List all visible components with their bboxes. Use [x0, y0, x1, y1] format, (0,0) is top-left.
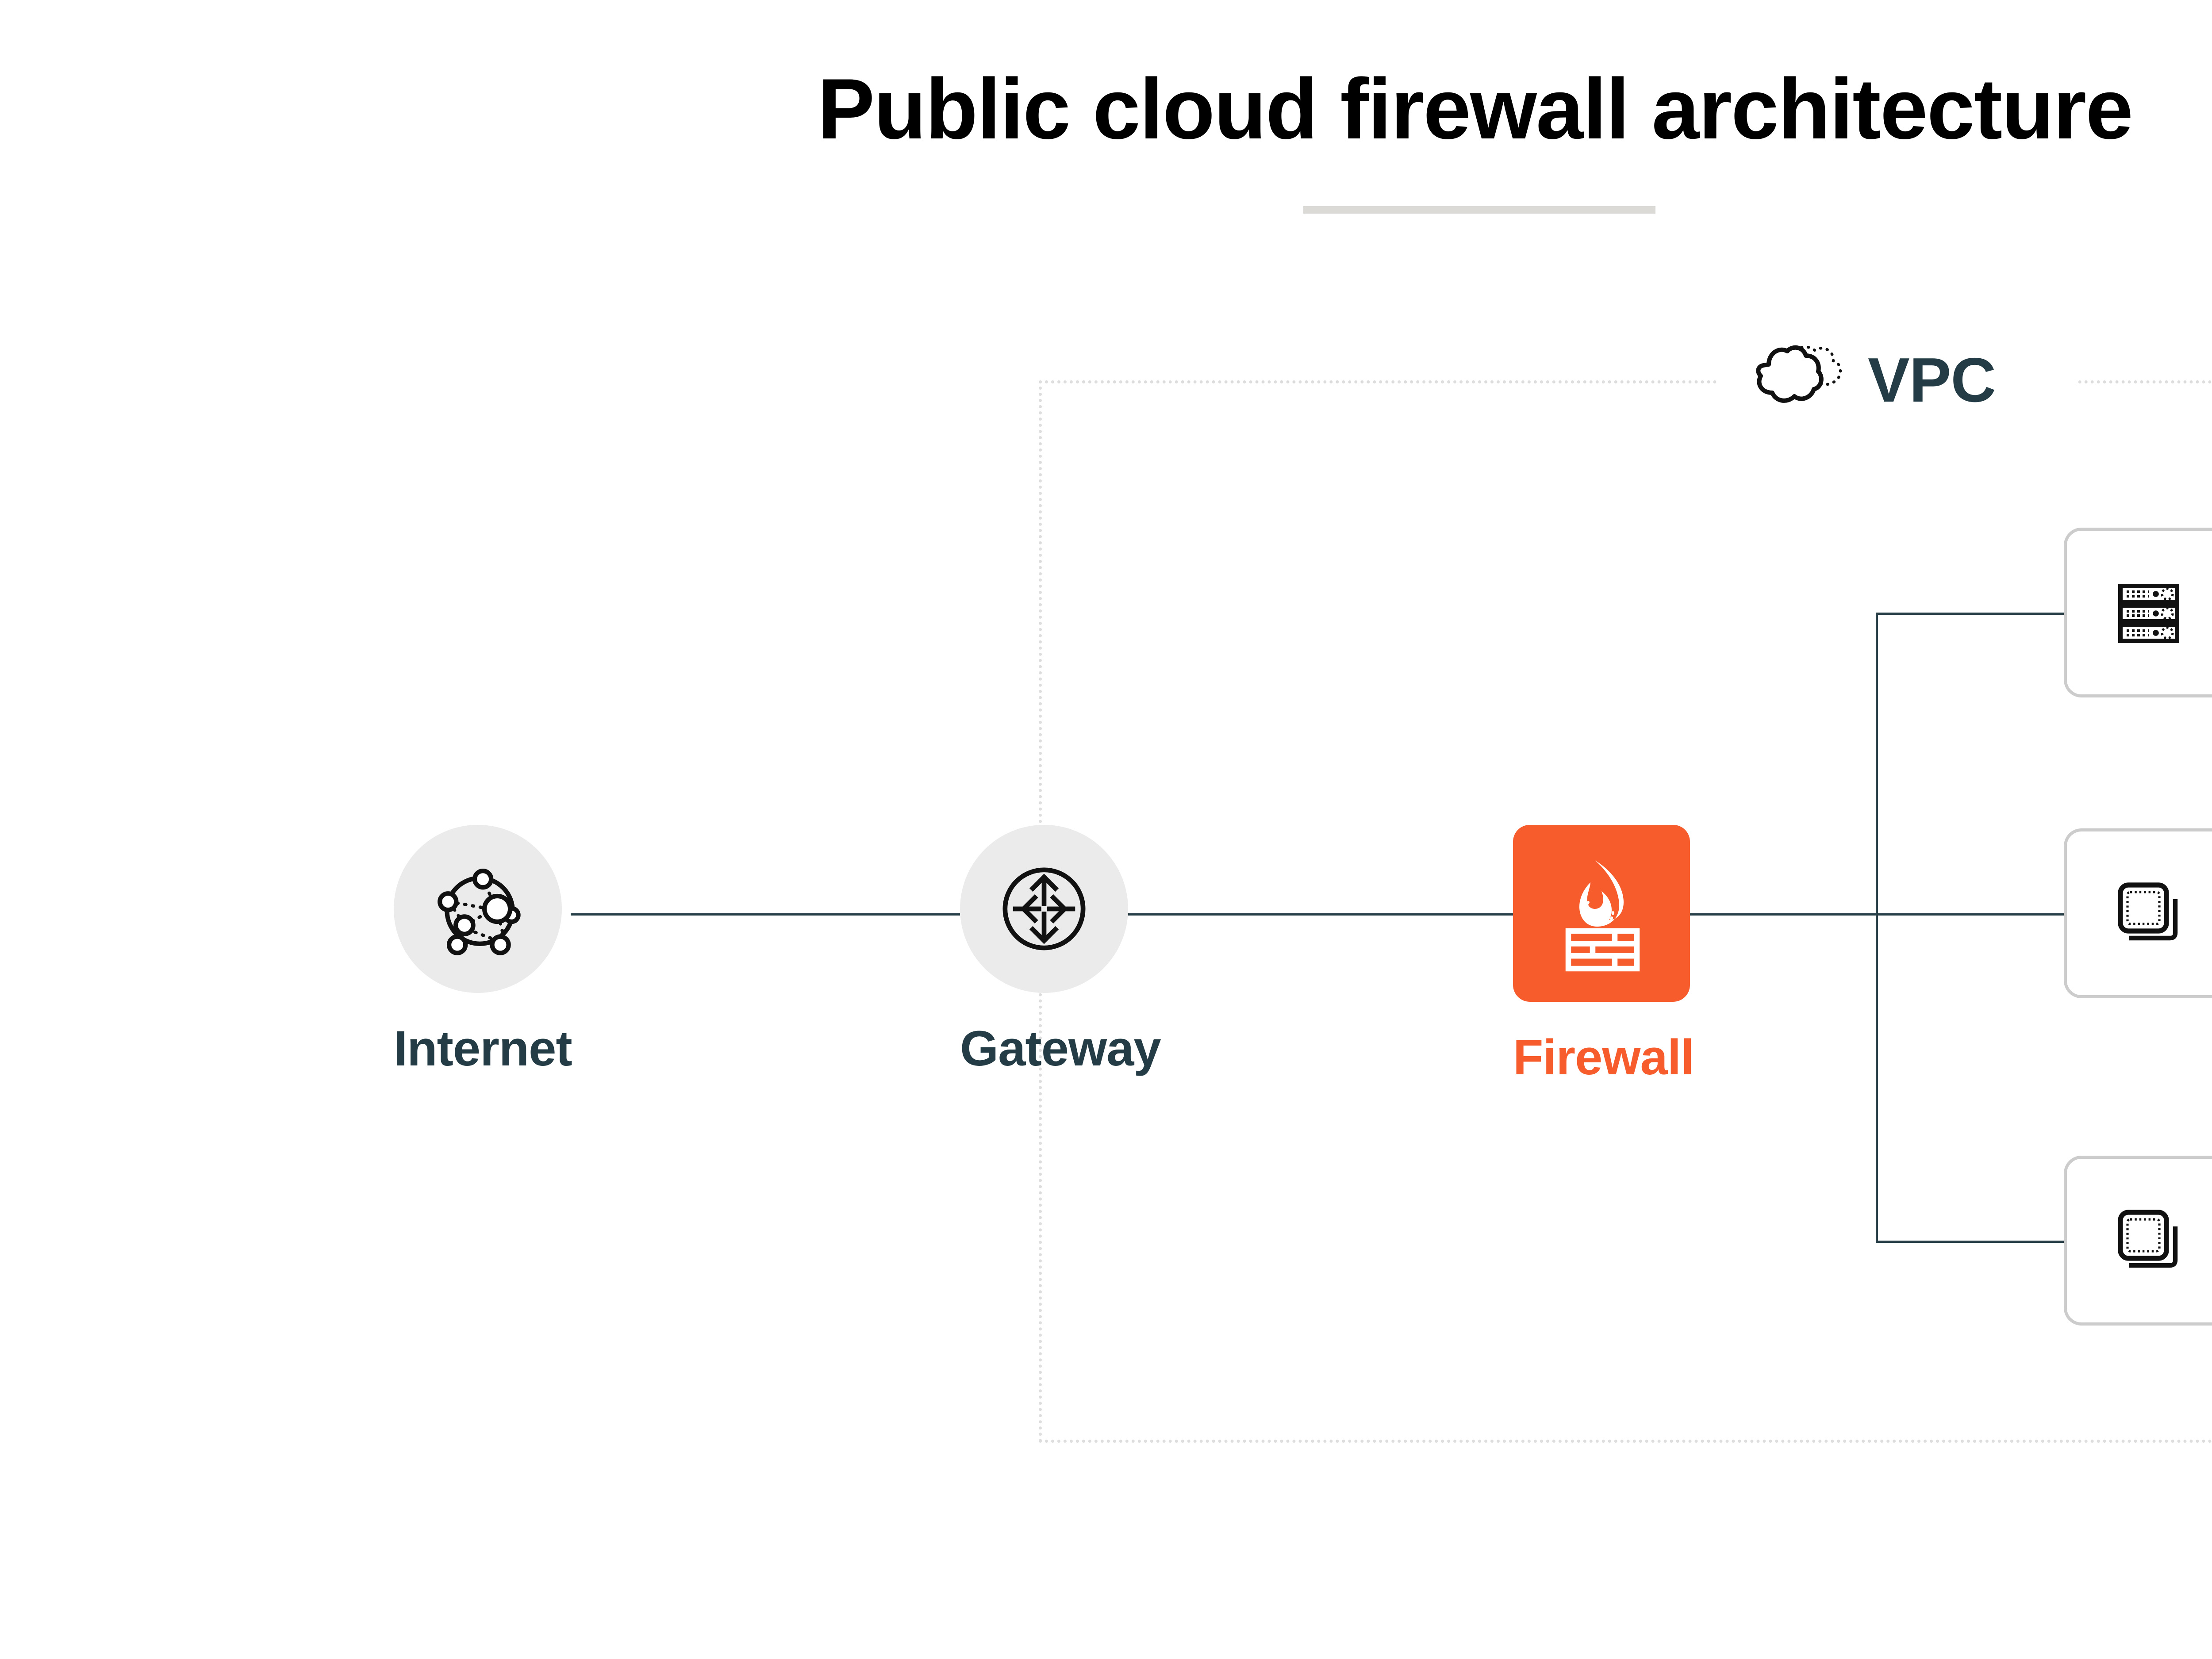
resource-apps-1[interactable]: Apps	[2064, 828, 2212, 998]
node-label-gateway: Gateway	[960, 1021, 1161, 1076]
vpc-label: VPC	[1868, 345, 1996, 415]
app-windows-icon	[2118, 882, 2178, 941]
bracket-branch-servers	[1876, 613, 2064, 615]
network-globe-icon	[438, 869, 521, 955]
internet-icon-wrapper	[394, 825, 562, 993]
server-rack-icon	[2118, 584, 2179, 643]
servers-icon-wrapper	[2064, 528, 2212, 697]
firewall-flame-brick-icon	[1565, 860, 1640, 972]
apps-2-icon-wrapper	[2064, 1156, 2212, 1326]
gateway-icon-wrapper	[960, 825, 1128, 993]
bracket-spine	[1876, 613, 1878, 1243]
gateway-arrows-icon	[1002, 867, 1086, 950]
connector-gateway-firewall	[1128, 913, 1513, 916]
firewall-icon-wrapper	[1513, 825, 1690, 1002]
connector-internet-gateway	[571, 913, 960, 916]
resource-apps-2[interactable]: Apps	[2064, 1156, 2212, 1326]
title-divider	[1303, 206, 1655, 214]
node-label-firewall: Firewall	[1513, 1030, 1694, 1085]
node-label-internet: Internet	[394, 1021, 572, 1076]
vpc-label-group: VPC	[1739, 327, 1996, 433]
app-windows-icon	[2118, 1210, 2178, 1268]
apps-1-icon-wrapper	[2064, 828, 2212, 998]
node-internet[interactable]: Internet	[394, 825, 572, 1076]
node-gateway[interactable]: Gateway	[960, 825, 1161, 1076]
node-firewall[interactable]: Firewall	[1513, 825, 1694, 1085]
cloud-icon	[1756, 345, 1842, 403]
page-title: Public cloud firewall architecture	[817, 61, 2133, 157]
bracket-branch-apps-2	[1876, 1241, 2064, 1243]
resource-servers[interactable]: Servers	[2064, 528, 2212, 697]
